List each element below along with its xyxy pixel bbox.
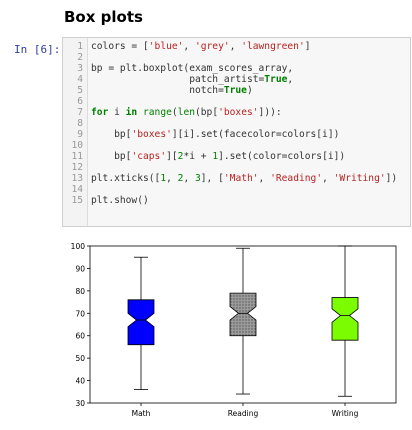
- line-number: 11: [71, 151, 83, 162]
- code-line[interactable]: 12: [63, 162, 412, 173]
- code-line[interactable]: 15 plt.show(): [63, 195, 412, 206]
- code-text: notch=True): [91, 85, 253, 96]
- line-number: 8: [77, 118, 83, 129]
- line-number: 10: [71, 140, 83, 151]
- line-number: 4: [77, 74, 83, 85]
- line-number: 3: [77, 63, 83, 74]
- code-line[interactable]: 1 colors = ['blue', 'grey', 'lawngreen']: [63, 41, 412, 52]
- code-line[interactable]: 6: [63, 96, 412, 107]
- code-line[interactable]: 9 bp['boxes'][i].set(facecolor=colors[i]…: [63, 129, 412, 140]
- line-number: 2: [77, 52, 83, 63]
- code-editor[interactable]: 1 colors = ['blue', 'grey', 'lawngreen'] 2…: [63, 41, 412, 206]
- code-text: patch_artist=True,: [91, 74, 294, 85]
- line-number-gutter: [63, 38, 88, 226]
- x-tick-label: Reading: [228, 409, 259, 418]
- box-math: [127, 299, 155, 346]
- code-text: bp['boxes'][i].set(facecolor=colors[i]): [91, 129, 340, 140]
- line-number: 15: [71, 195, 83, 206]
- code-line[interactable]: 7 for i in range(len(bp['boxes'])):: [63, 107, 412, 118]
- line-number: 5: [77, 85, 83, 96]
- x-tick-label: Writing: [332, 409, 359, 418]
- code-text: bp['caps'][2*i + 1].set(color=colors[i]): [91, 151, 346, 162]
- y-tick-label: 90: [75, 264, 85, 273]
- code-text: plt.xticks([1, 2, 3], ['Math', 'Reading'…: [91, 173, 398, 184]
- y-tick-label: 80: [75, 287, 85, 296]
- line-number: 9: [77, 129, 83, 140]
- x-tick-label: Math: [132, 409, 151, 418]
- y-tick-label: 60: [75, 332, 85, 341]
- code-text: bp = plt.boxplot(exam_scores_array,: [91, 63, 294, 74]
- code-line[interactable]: 2: [63, 52, 412, 63]
- code-line[interactable]: 8: [63, 118, 412, 129]
- y-tick-label: 30: [75, 399, 85, 408]
- cell-prompt: In [6]:: [14, 43, 61, 56]
- box-writing: [331, 297, 359, 341]
- code-line[interactable]: 11 bp['caps'][2*i + 1].set(color=colors[…: [63, 151, 412, 162]
- code-text: for i in range(len(bp['boxes'])):: [91, 107, 282, 118]
- code-cell[interactable]: 1 colors = ['blue', 'grey', 'lawngreen'] 2…: [62, 37, 411, 227]
- y-tick-label: 50: [75, 354, 85, 363]
- code-line[interactable]: 4 patch_artist=True,: [63, 74, 412, 85]
- line-number: 14: [71, 184, 83, 195]
- code-line[interactable]: 3 bp = plt.boxplot(exam_scores_array,: [63, 63, 412, 74]
- code-line[interactable]: 14: [63, 184, 412, 195]
- line-number: 7: [77, 107, 83, 118]
- y-tick-label: 70: [75, 309, 85, 318]
- code-line[interactable]: 5 notch=True): [63, 85, 412, 96]
- y-tick-label: 100: [71, 242, 86, 251]
- code-line[interactable]: 13 plt.xticks([1, 2, 3], ['Math', 'Readin…: [63, 173, 412, 184]
- line-number: 12: [71, 162, 83, 173]
- section-heading: Box plots: [64, 8, 143, 26]
- line-number: 13: [71, 173, 83, 184]
- box-reading: [229, 292, 257, 337]
- line-number: 1: [77, 41, 83, 52]
- line-number: 6: [77, 96, 83, 107]
- code-text: colors = ['blue', 'grey', 'lawngreen']: [91, 41, 311, 52]
- code-line[interactable]: 10: [63, 140, 412, 151]
- code-text: plt.show(): [91, 195, 149, 206]
- y-tick-label: 40: [75, 377, 85, 386]
